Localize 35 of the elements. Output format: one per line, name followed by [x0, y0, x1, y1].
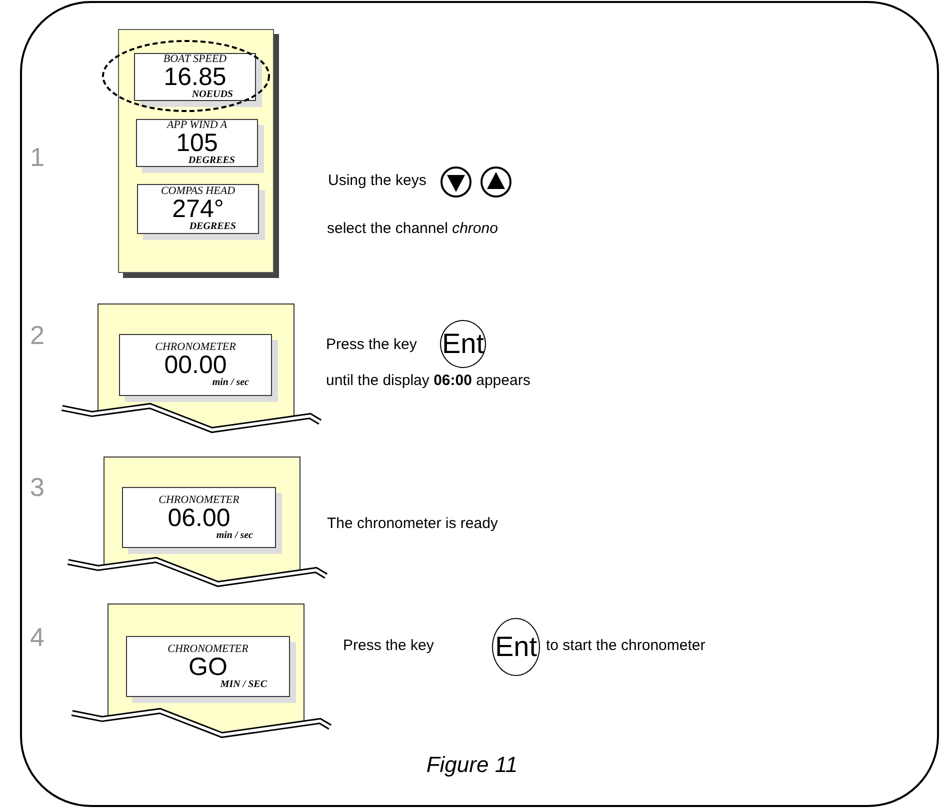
channel-name: APP WIND A	[166, 120, 228, 131]
step-number: 4	[30, 622, 44, 653]
instruction-text: The chronometer is ready	[327, 515, 498, 532]
display-value: 06.00	[168, 506, 230, 530]
display-value: 105	[176, 131, 218, 156]
display-value: GO	[188, 654, 228, 680]
step-number: 2	[30, 320, 44, 351]
channel-name: CHRONOMETER	[155, 342, 236, 353]
instruction-text: select the channel chrono	[327, 220, 498, 237]
channel-name: CHRONOMETER	[168, 644, 248, 654]
unit-label: min / sec	[216, 530, 253, 540]
unit-label: DEGREES	[188, 156, 235, 166]
display-value: 274°	[172, 197, 224, 222]
key-button: Ent	[440, 320, 486, 368]
display-unit-drawing	[62, 304, 320, 434]
unit-label: NOEUDS	[192, 90, 233, 100]
display-value: 00.00	[164, 353, 227, 378]
instruction-text: Using the keys	[328, 172, 426, 189]
display-unit-drawing	[68, 457, 326, 588]
display-value: 16.85	[164, 65, 226, 90]
instruction-text: Press the key	[326, 336, 417, 353]
step-number: 1	[30, 142, 44, 173]
channel-name: BOAT SPEED	[163, 54, 227, 65]
step-number: 3	[30, 472, 44, 503]
display-unit-drawing	[72, 604, 330, 739]
figure-caption: Figure 11	[426, 752, 518, 777]
key-button: Ent	[492, 618, 540, 676]
instruction-text: Press the key	[343, 637, 434, 654]
instruction-text: to start the chronometer	[546, 637, 706, 654]
instruction-text: until the display 06:00 appears	[326, 372, 530, 389]
channel-name: CHRONOMETER	[158, 494, 240, 506]
unit-label: MIN / SEC	[220, 680, 267, 690]
unit-label: DEGREES	[189, 222, 236, 232]
channel-name: COMPAS HEAD	[160, 186, 236, 197]
unit-label: min / sec	[212, 378, 249, 388]
